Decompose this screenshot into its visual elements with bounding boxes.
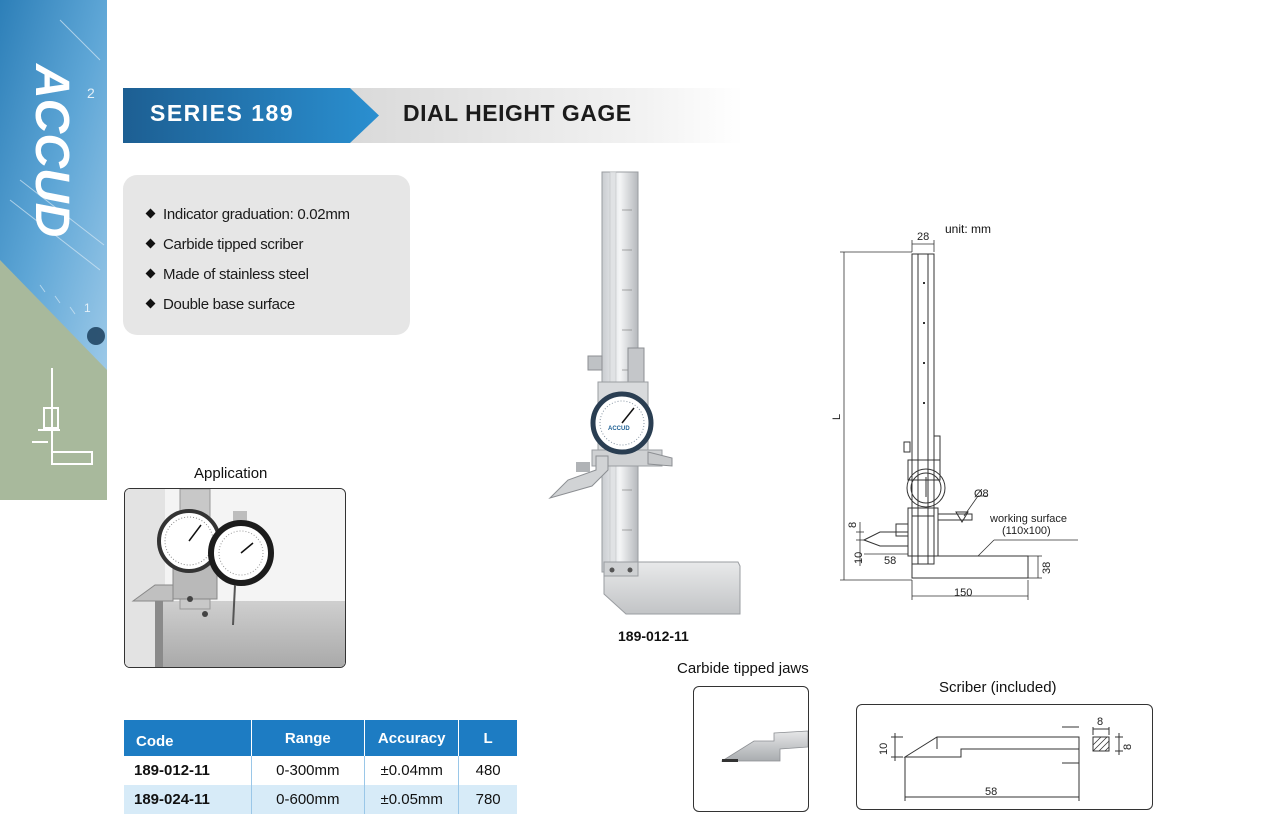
application-label: Application [194,465,268,482]
table-header-row: Code Range Accuracy L [124,720,517,756]
svg-text:L: L [831,414,843,420]
jaws-image [693,686,809,812]
col-l: L [458,720,517,756]
cell-code: 189-012-11 [124,756,252,785]
col-accuracy: Accuracy [364,720,460,756]
cell-code: 189-024-11 [124,785,252,814]
header-banner [123,88,743,143]
diamond-bullet-icon [145,268,156,279]
table-row: 189-024-11 0-600mm ±0.05mm 780 [124,785,517,814]
svg-text:38: 38 [1041,562,1053,574]
feature-item: Made of stainless steel [145,260,410,290]
svg-text:10: 10 [878,743,890,755]
svg-text:8: 8 [847,522,859,528]
svg-text:28: 28 [917,231,929,243]
cell-accuracy: ±0.04mm [364,756,460,785]
page-title: DIAL HEIGHT GAGE [403,100,632,126]
svg-text:150: 150 [954,587,972,599]
technical-drawing: 28 L Ø8 working surface (110x100) 8 10 5… [831,231,1078,600]
svg-text:working surface: working surface [989,513,1067,525]
svg-text:8: 8 [1097,716,1103,728]
feature-item: Indicator graduation: 0.02mm [145,200,410,230]
spec-table: Code Range Accuracy L 189-012-11 0-300mm… [124,720,517,814]
table-row: 189-012-11 0-300mm ±0.04mm 480 [124,756,517,785]
cell-range: 0-600mm [251,785,366,814]
svg-text:58: 58 [884,555,896,567]
cell-range: 0-300mm [251,756,366,785]
unit-label: unit: mm [945,222,992,236]
diamond-bullet-icon [145,238,156,249]
svg-text:ACCUD: ACCUD [28,63,78,237]
feature-item: Carbide tipped scriber [145,230,410,260]
cell-l: 480 [458,756,517,785]
feature-item: Double base surface [145,290,410,320]
col-range: Range [251,720,366,756]
cell-l: 780 [458,785,517,814]
svg-text:ACCUD: ACCUD [608,426,630,432]
application-photo [124,488,346,668]
series-label: SERIES 189 [150,100,295,126]
product-image: ACCUD [548,171,741,615]
scriber-label: Scriber (included) [939,679,1057,696]
svg-text:8: 8 [1122,744,1134,750]
svg-text:(110x100): (110x100) [1002,525,1051,537]
col-code: Code [124,720,252,756]
brand-logo: ACCUD [28,63,78,237]
cell-accuracy: ±0.05mm [364,785,460,814]
diamond-bullet-icon [145,298,156,309]
svg-text:1: 1 [84,301,91,315]
svg-text:58: 58 [985,786,997,798]
svg-text:10: 10 [853,552,865,564]
svg-text:Ø8: Ø8 [974,488,989,500]
features-panel: Indicator graduation: 0.02mm Carbide tip… [123,175,410,335]
diamond-bullet-icon [145,208,156,219]
jaws-label: Carbide tipped jaws [677,660,809,677]
model-number: 189-012-11 [618,628,689,644]
scriber-drawing: 10 8 8 58 [856,704,1153,810]
brand-strip: 2 1 [0,0,107,500]
svg-text:2: 2 [87,85,95,101]
